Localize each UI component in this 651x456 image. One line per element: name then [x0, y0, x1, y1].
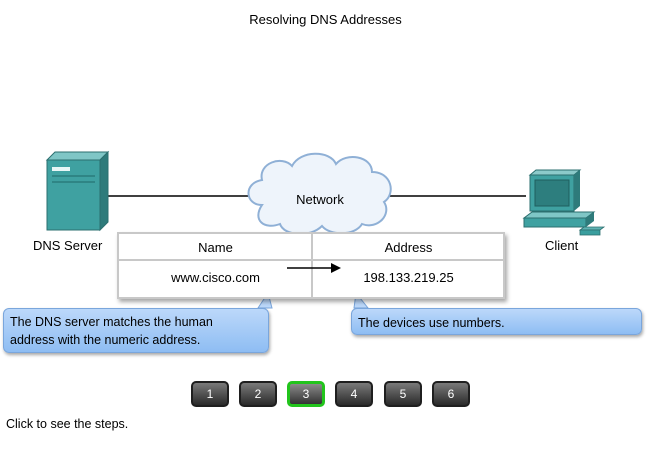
- step-6-button[interactable]: 6: [432, 381, 470, 407]
- callout-left-line2: address with the numeric address.: [10, 333, 201, 347]
- callout-left-line1: The DNS server matches the human: [10, 315, 213, 329]
- table-column-divider: [311, 234, 313, 297]
- right-arrow-icon: [287, 263, 341, 273]
- client-label: Client: [545, 238, 579, 253]
- table-header-name: Name: [198, 240, 233, 255]
- instruction-text: Click to see the steps.: [6, 417, 129, 431]
- table-cell-address: 198.133.219.25: [363, 270, 454, 285]
- client-computer-icon: [522, 169, 606, 236]
- step-4-button[interactable]: 4: [335, 381, 373, 407]
- page-title: Resolving DNS Addresses: [249, 12, 402, 27]
- callout-right-text: The devices use numbers.: [358, 316, 505, 330]
- dns-server-label: DNS Server: [33, 238, 103, 253]
- dns-server-icon: [45, 150, 110, 232]
- table-header-address: Address: [384, 240, 433, 255]
- dns-lookup-table: Name Address www.cisco.com 198.133.219.2…: [117, 232, 505, 299]
- dns-server-callout: The DNS server matches the human address…: [3, 308, 269, 353]
- network-label: Network: [296, 192, 344, 207]
- step-3-button[interactable]: 3: [287, 381, 325, 407]
- step-1-button[interactable]: 1: [191, 381, 229, 407]
- devices-callout: The devices use numbers.: [351, 308, 642, 335]
- step-5-button[interactable]: 5: [384, 381, 422, 407]
- step-2-button[interactable]: 2: [239, 381, 277, 407]
- table-cell-name: www.cisco.com: [171, 270, 260, 285]
